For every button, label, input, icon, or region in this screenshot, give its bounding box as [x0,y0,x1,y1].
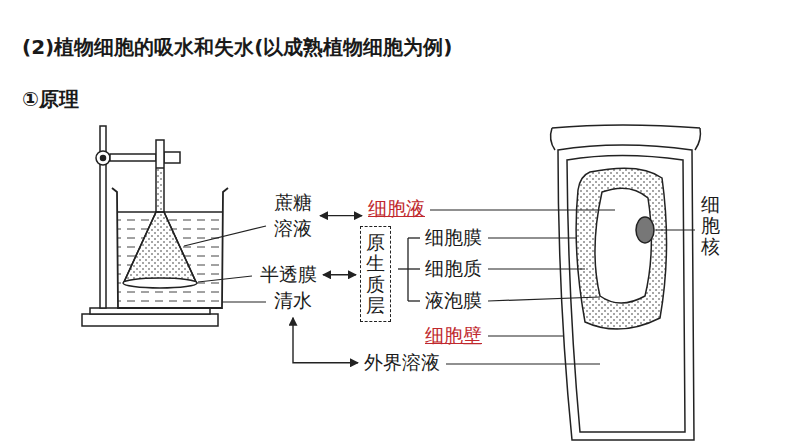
protoplast-box: 原生质层 [360,226,391,322]
node-text: 半透膜 [260,262,317,288]
nucleus [636,217,654,243]
node-text: 细胞液 [368,196,425,222]
answer-label: 细胞壁 [425,323,482,349]
part-label: 液泡膜 [425,288,482,314]
node-text: 清水 [274,288,312,314]
section-heading: ①原理 [22,86,79,113]
part-label: 细胞核 [701,194,720,257]
membrane-label: 半透膜 [258,262,319,288]
solution-label: 蔗糖溶液 [272,190,316,241]
beaker [112,188,228,308]
double-arrow [293,318,358,363]
node-text: 蔗糖溶液 [274,190,314,241]
double-arrow [320,215,362,216]
page-title: (2)植物细胞的吸水和失水(以成熟植物细胞为例) [22,34,452,61]
node-text: 原生质层 [366,232,385,316]
solution-label: 外界溶液 [362,350,442,376]
semipermeable-membrane [123,278,197,288]
osmometer-funnel [123,140,197,288]
double-arrow [323,274,356,275]
water-label: 清水 [272,288,314,314]
bracket [398,238,420,301]
part-label: 细胞膜 [425,225,482,251]
node-text: 外界溶液 [364,350,440,376]
answer-label: 细胞液 [366,196,427,222]
leader-lines [184,226,266,302]
plant-cell [551,125,701,440]
part-label: 细胞质 [425,256,482,282]
